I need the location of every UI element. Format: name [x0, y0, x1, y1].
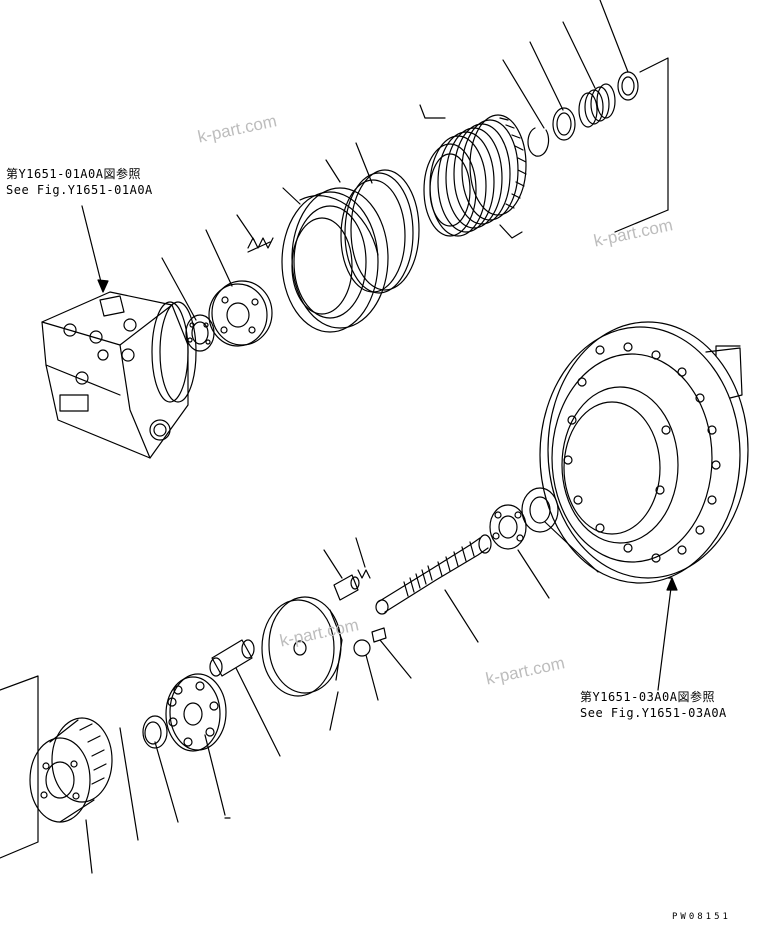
- arrow-heads: [97, 279, 678, 591]
- part-brake-plates: [423, 114, 527, 237]
- part-cylinder-block: [29, 717, 113, 823]
- part-valve-plate: [208, 280, 273, 347]
- part-small-pins: [333, 569, 387, 657]
- part-washer: [552, 107, 576, 141]
- reference-1-en: See Fig.Y1651-01A0A: [6, 183, 153, 197]
- part-valve-body: [41, 291, 197, 459]
- reference-2-jp: 第Y1651-03A0A図参照: [580, 690, 715, 704]
- part-snap-ring: [527, 127, 550, 157]
- part-bearing-small: [185, 314, 215, 352]
- reference-1-jp: 第Y1651-01A0A図参照: [6, 167, 141, 181]
- reference-2-en: See Fig.Y1651-03A0A: [580, 706, 727, 720]
- part-swash-plate: [261, 596, 343, 697]
- part-drive-shaft: [375, 534, 492, 615]
- leader-lines-bottom: [0, 521, 673, 874]
- part-retainer-ring: [142, 715, 168, 749]
- part-motor-housing: [539, 321, 749, 584]
- part-seal-ring: [340, 169, 420, 294]
- part-spring-coil: [578, 83, 616, 128]
- part-bearing-large: [489, 487, 559, 550]
- drawing-code: PW08151: [672, 912, 731, 922]
- part-springs-small: [247, 237, 274, 253]
- part-brake-piston: [281, 187, 389, 333]
- part-center-pin: [209, 639, 255, 677]
- leader-lines-top: [81, 0, 669, 321]
- part-ring-small: [617, 71, 639, 101]
- part-retainer-plate: [165, 673, 227, 752]
